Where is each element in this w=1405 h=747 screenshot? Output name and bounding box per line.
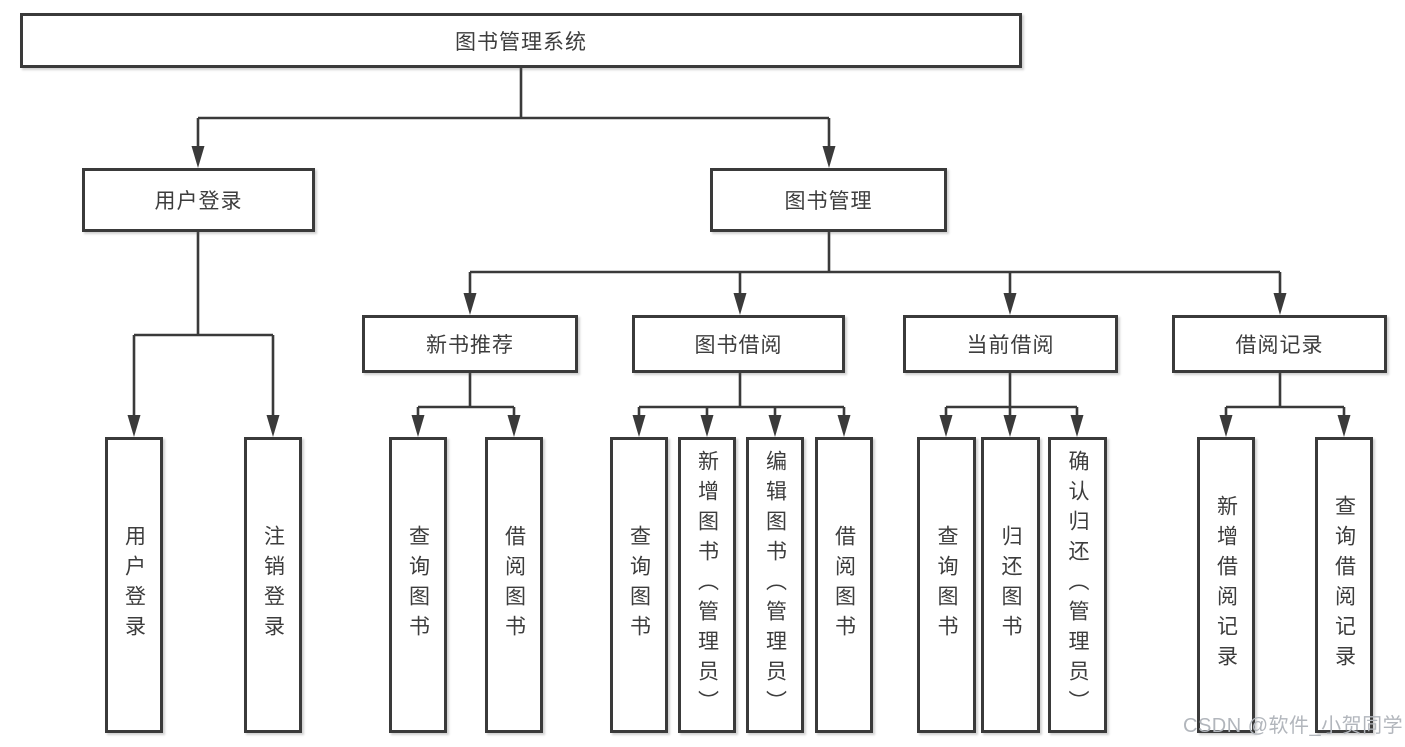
leaf-label: 查询图书 — [935, 525, 958, 645]
node-borrowing-records: 借阅记录 — [1172, 315, 1387, 373]
leaf-user-login: 用户登录 — [105, 437, 163, 733]
node-label: 图书借阅 — [694, 334, 783, 357]
node-current-borrowing: 当前借阅 — [903, 315, 1118, 373]
node-library-management-system: 图书管理系统 — [20, 13, 1022, 68]
node-label: 借阅记录 — [1235, 334, 1324, 357]
leaf-query-books-3: 查询图书 — [917, 437, 976, 733]
leaf-label: 借阅图书 — [832, 525, 856, 645]
node-label: 当前借阅 — [966, 334, 1055, 357]
leaf-logout: 注销登录 — [244, 437, 302, 733]
leaf-label: 借阅图书 — [502, 525, 526, 645]
leaf-label: 新增借阅记录 — [1214, 495, 1238, 675]
node-new-book-recommendation: 新书推荐 — [362, 315, 578, 373]
node-book-management: 图书管理 — [710, 168, 947, 232]
leaf-borrow-books-2: 借阅图书 — [815, 437, 873, 733]
node-label: 图书管理系统 — [455, 30, 587, 54]
leaf-add-books-admin: 新增图书（管理员） — [678, 437, 736, 733]
node-label: 新书推荐 — [426, 334, 514, 357]
node-label: 用户登录 — [154, 190, 243, 213]
csdn-watermark: CSDN @软件_小贺同学 — [1183, 715, 1404, 737]
node-user-login: 用户登录 — [82, 168, 315, 232]
leaf-label: 查询图书 — [627, 525, 651, 645]
node-book-borrowing: 图书借阅 — [632, 315, 845, 373]
leaf-query-books-2: 查询图书 — [610, 437, 668, 733]
leaf-label: 用户登录 — [122, 525, 146, 645]
connector-paths — [132, 68, 1346, 418]
leaf-label: 新增图书（管理员） — [695, 450, 719, 720]
leaf-label: 查询借阅记录 — [1332, 495, 1356, 675]
leaf-label: 归还图书 — [999, 525, 1022, 645]
leaf-label: 查询图书 — [406, 525, 430, 645]
leaf-return-books: 归还图书 — [981, 437, 1040, 733]
leaf-edit-books-admin: 编辑图书（管理员） — [746, 437, 804, 733]
leaf-label: 编辑图书（管理员） — [763, 450, 787, 720]
leaf-query-borrow-record: 查询借阅记录 — [1315, 437, 1373, 733]
leaf-label: 注销登录 — [261, 525, 285, 645]
node-label: 图书管理 — [784, 190, 873, 213]
leaf-add-borrow-record: 新增借阅记录 — [1197, 437, 1255, 733]
leaf-confirm-return-admin: 确认归还（管理员） — [1048, 437, 1107, 733]
leaf-query-books-1: 查询图书 — [389, 437, 447, 733]
leaf-label: 确认归还（管理员） — [1066, 450, 1089, 720]
leaf-borrow-books-1: 借阅图书 — [485, 437, 543, 733]
